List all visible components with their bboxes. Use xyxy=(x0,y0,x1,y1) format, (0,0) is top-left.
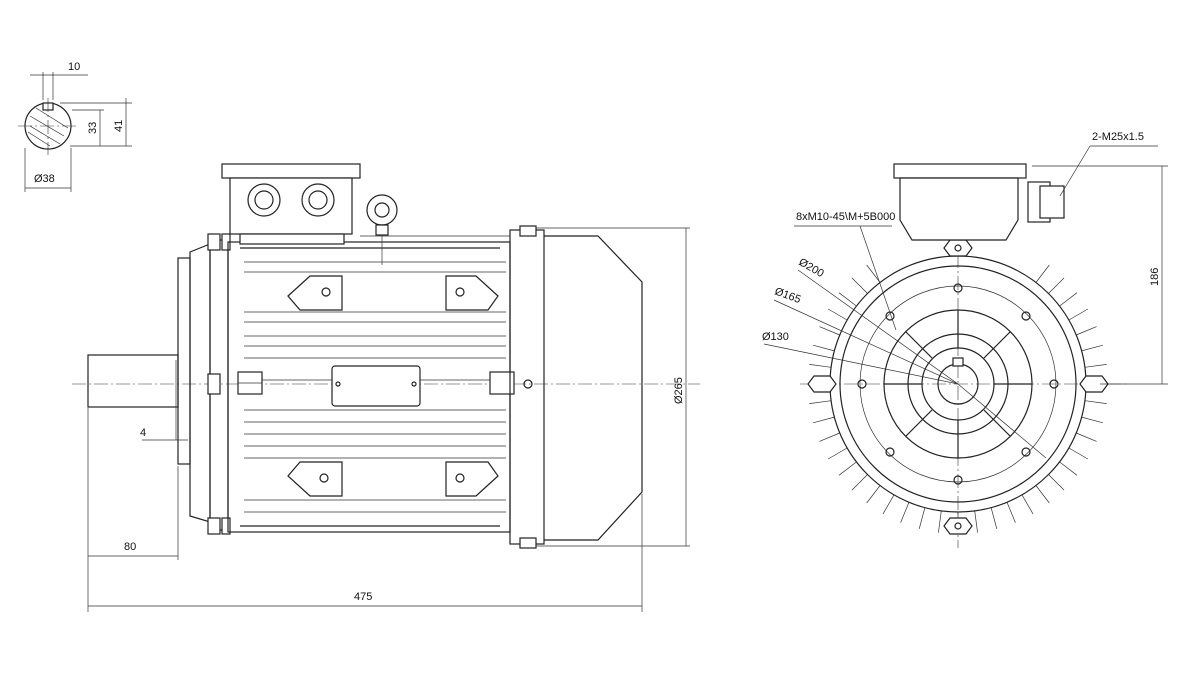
radial-fins xyxy=(808,264,1108,534)
overall-length-label: 475 xyxy=(354,591,372,603)
fin-line xyxy=(1081,344,1103,352)
front-terminal-box xyxy=(893,163,1065,241)
fin-line xyxy=(1048,474,1065,491)
fin-line xyxy=(1068,308,1089,321)
fin-line xyxy=(1084,400,1107,404)
body-diameter-label: Ø265 xyxy=(673,377,685,404)
front-view: 2-M25x1.5 8xM10-45\M+5B000 Ø200 Ø165 Ø13… xyxy=(762,131,1168,548)
flange-165-label: Ø165 xyxy=(773,286,802,306)
feet xyxy=(807,239,1109,535)
fin-line xyxy=(851,474,868,491)
fin-line xyxy=(1076,326,1097,336)
fin-line xyxy=(1006,502,1016,523)
fin-line xyxy=(819,326,840,336)
nameplate xyxy=(331,365,421,407)
fin-line xyxy=(819,432,840,442)
spokes xyxy=(884,310,1032,458)
fan-cover xyxy=(509,225,643,549)
fin-line xyxy=(1084,364,1107,368)
fin-line xyxy=(838,461,857,476)
flange-offset-label: 4 xyxy=(140,427,146,439)
flange-circle-200 xyxy=(839,265,1077,503)
fin-line xyxy=(851,277,868,294)
fin-line xyxy=(827,447,848,460)
fin-line xyxy=(1068,447,1089,460)
fin-line xyxy=(866,264,881,283)
fin-line xyxy=(809,400,832,404)
fin-line xyxy=(1059,292,1078,307)
flange-plate xyxy=(177,257,191,465)
side-view: 4 80 475 Ø265 xyxy=(72,163,700,612)
fin-line xyxy=(866,485,881,504)
fin-line xyxy=(813,344,835,352)
height-186-label: 186 xyxy=(1149,268,1161,286)
key-height-41-label: 41 xyxy=(113,120,125,132)
fin-line xyxy=(882,494,895,515)
fin-line xyxy=(809,364,832,368)
fin-line xyxy=(813,416,835,424)
fin-line xyxy=(938,510,942,533)
fin-line xyxy=(974,510,978,533)
flange-bolts-label: 8xM10-45\M+5B000 xyxy=(796,211,895,223)
fin-line xyxy=(1048,277,1065,294)
flange-200-label: Ø200 xyxy=(797,256,826,280)
key-height-33-label: 33 xyxy=(87,122,99,134)
fin-line xyxy=(838,292,857,307)
flange-bolts xyxy=(207,233,263,535)
lifting-eye xyxy=(366,194,398,226)
flange-130-label: Ø130 xyxy=(762,331,789,343)
fin-line xyxy=(1076,432,1097,442)
fin-line xyxy=(918,507,926,529)
fin-line xyxy=(900,502,910,523)
fin-line xyxy=(1081,416,1103,424)
shaft-diameter-label: Ø38 xyxy=(34,173,55,185)
bolt-holes xyxy=(857,283,1059,485)
shaft xyxy=(87,354,179,408)
mounting-pads xyxy=(287,275,499,497)
fin-line xyxy=(827,308,848,321)
fin-line xyxy=(1035,485,1050,504)
cooling-fins xyxy=(244,261,506,513)
fin-line xyxy=(990,507,998,529)
shaft-section: 10 33 41 Ø38 xyxy=(18,61,132,192)
terminal-box xyxy=(221,163,398,265)
cable-gland-label: 2-M25x1.5 xyxy=(1092,131,1144,143)
fin-line xyxy=(1059,461,1078,476)
fin-line xyxy=(1021,494,1034,515)
shaft-length-label: 80 xyxy=(124,541,136,553)
fin-line xyxy=(1035,264,1050,283)
key-width-label: 10 xyxy=(68,61,80,73)
